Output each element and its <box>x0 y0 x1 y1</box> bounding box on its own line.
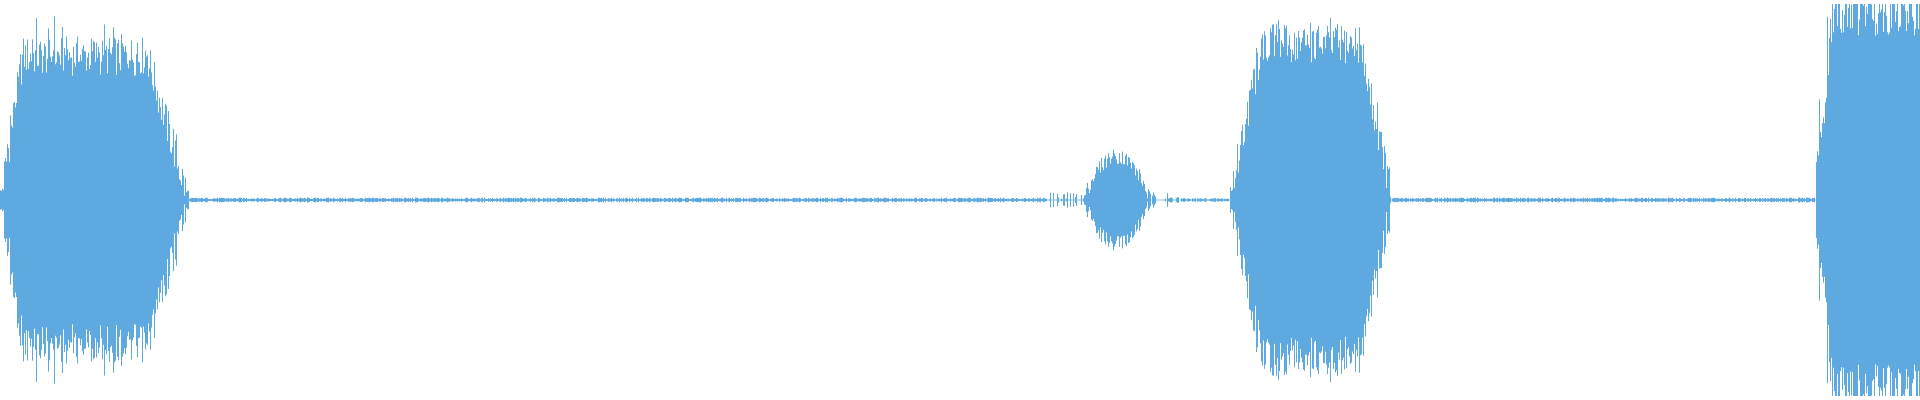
audio-waveform <box>0 4 1920 396</box>
waveform-svg <box>0 4 1920 396</box>
